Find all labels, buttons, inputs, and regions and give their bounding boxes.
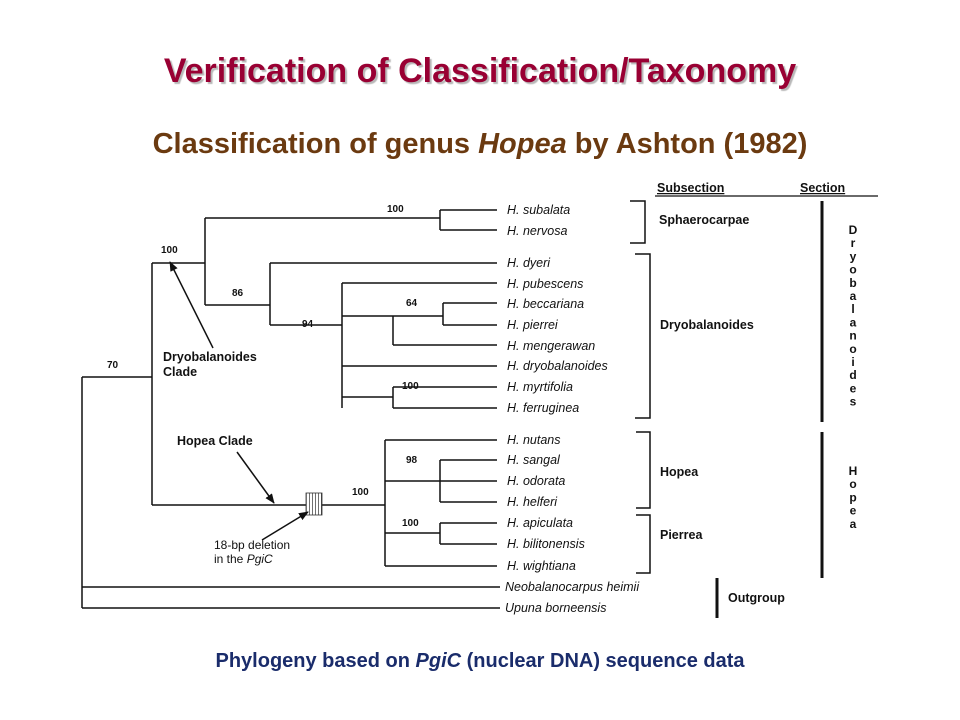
subsection-names: Sphaerocarpae Dryobalanoides Hopea Pierr… <box>659 213 785 605</box>
deletion-label-gene: PgiC <box>247 552 273 566</box>
subsection-pierrea: Pierrea <box>660 528 703 542</box>
taxon-label: H. nutans <box>507 433 561 447</box>
subsection-hopea: Hopea <box>660 465 699 479</box>
taxon-label: H. subalata <box>507 203 570 217</box>
bracket-pierrea <box>636 514 651 574</box>
subsection-sphaerocarpae: Sphaerocarpae <box>659 213 749 227</box>
subtitle-prefix: Classification of genus <box>152 128 479 160</box>
bootstrap-86: 86 <box>232 288 244 299</box>
deletion-marker <box>305 492 323 516</box>
arrow-dryo-clade <box>169 261 214 349</box>
hopea-clade-label: Hopea Clade <box>177 434 253 448</box>
taxon-label: H. dryobalanoides <box>507 359 608 373</box>
subtitle-suffix: by Ashton (1982) <box>566 128 808 160</box>
dryo-clade-label-line1: Dryobalanoides <box>163 350 257 364</box>
taxon-label: H. dyeri <box>507 256 551 270</box>
bootstrap-100-api: 100 <box>402 518 419 529</box>
deletion-label-line1: 18-bp deletion <box>214 538 290 552</box>
caption-gene: PgiC <box>415 650 462 672</box>
subtitle-genus: Hopea <box>478 128 567 160</box>
bootstrap-100-myrt: 100 <box>402 381 419 392</box>
bootstrap-64: 64 <box>406 298 418 309</box>
bracket-sphaerocarpae <box>630 200 646 244</box>
taxon-label: H. bilitonensis <box>507 537 585 551</box>
taxon-label: H. nervosa <box>507 224 567 238</box>
taxon-label: H. pubescens <box>507 277 583 291</box>
arrow-hopea-clade <box>236 451 275 504</box>
bootstrap-98: 98 <box>406 455 418 466</box>
deletion-label-prefix: in the <box>214 552 247 566</box>
arrow-deletion <box>261 511 309 541</box>
taxon-label: H. wightiana <box>507 559 576 573</box>
dryo-clade-label-line2: Clade <box>163 365 197 379</box>
slide-title: Verification of Classification/Taxonomy <box>163 52 797 90</box>
subsection-dryobalanoides: Dryobalanoides <box>660 318 754 332</box>
taxon-label: H. apiculata <box>507 516 573 530</box>
taxon-label: H. beccariana <box>507 297 584 311</box>
section-header: Section <box>800 181 845 195</box>
bootstrap-94: 94 <box>302 319 314 330</box>
annotation-arrows <box>169 261 309 541</box>
bootstrap-sphaero: 100 <box>387 204 404 215</box>
slide-caption: Phylogeny based on PgiC (nuclear DNA) se… <box>0 650 960 673</box>
bracket-dryobalanoides <box>635 253 651 419</box>
slide-subtitle: Classification of genus Hopea by Ashton … <box>0 128 960 161</box>
taxon-label: H. odorata <box>507 474 565 488</box>
bracket-hopea <box>636 431 651 509</box>
taxon-label: H. mengerawan <box>507 339 595 353</box>
subsection-brackets <box>630 200 651 574</box>
bootstrap-dryo-clade: 100 <box>161 245 178 256</box>
taxon-label: Upuna borneensis <box>505 601 606 615</box>
taxon-label: H. sangal <box>507 453 561 467</box>
taxon-label: H. myrtifolia <box>507 380 573 394</box>
caption-prefix: Phylogeny based on <box>215 650 416 672</box>
clade-annotations: Dryobalanoides Clade Hopea Clade 18-bp d… <box>163 350 290 566</box>
bootstrap-values: 100 100 86 64 94 100 70 98 100 100 <box>107 204 419 529</box>
taxon-label: H. ferruginea <box>507 401 579 415</box>
subsection-header: Subsection <box>657 181 724 195</box>
bootstrap-hopea-clade: 100 <box>352 487 369 498</box>
subsection-outgroup: Outgroup <box>728 591 785 605</box>
taxon-labels: H. subalata H. nervosa H. dyeri H. pubes… <box>505 203 640 615</box>
bootstrap-70: 70 <box>107 360 119 371</box>
caption-suffix: (nuclear DNA) sequence data <box>461 650 745 672</box>
tree-branches <box>81 209 500 609</box>
taxon-label: H. pierrei <box>507 318 559 332</box>
taxon-label: H. helferi <box>507 495 558 509</box>
taxon-label: Neobalanocarpus heimii <box>505 580 640 594</box>
deletion-label-line2: in the PgiC <box>214 552 273 566</box>
